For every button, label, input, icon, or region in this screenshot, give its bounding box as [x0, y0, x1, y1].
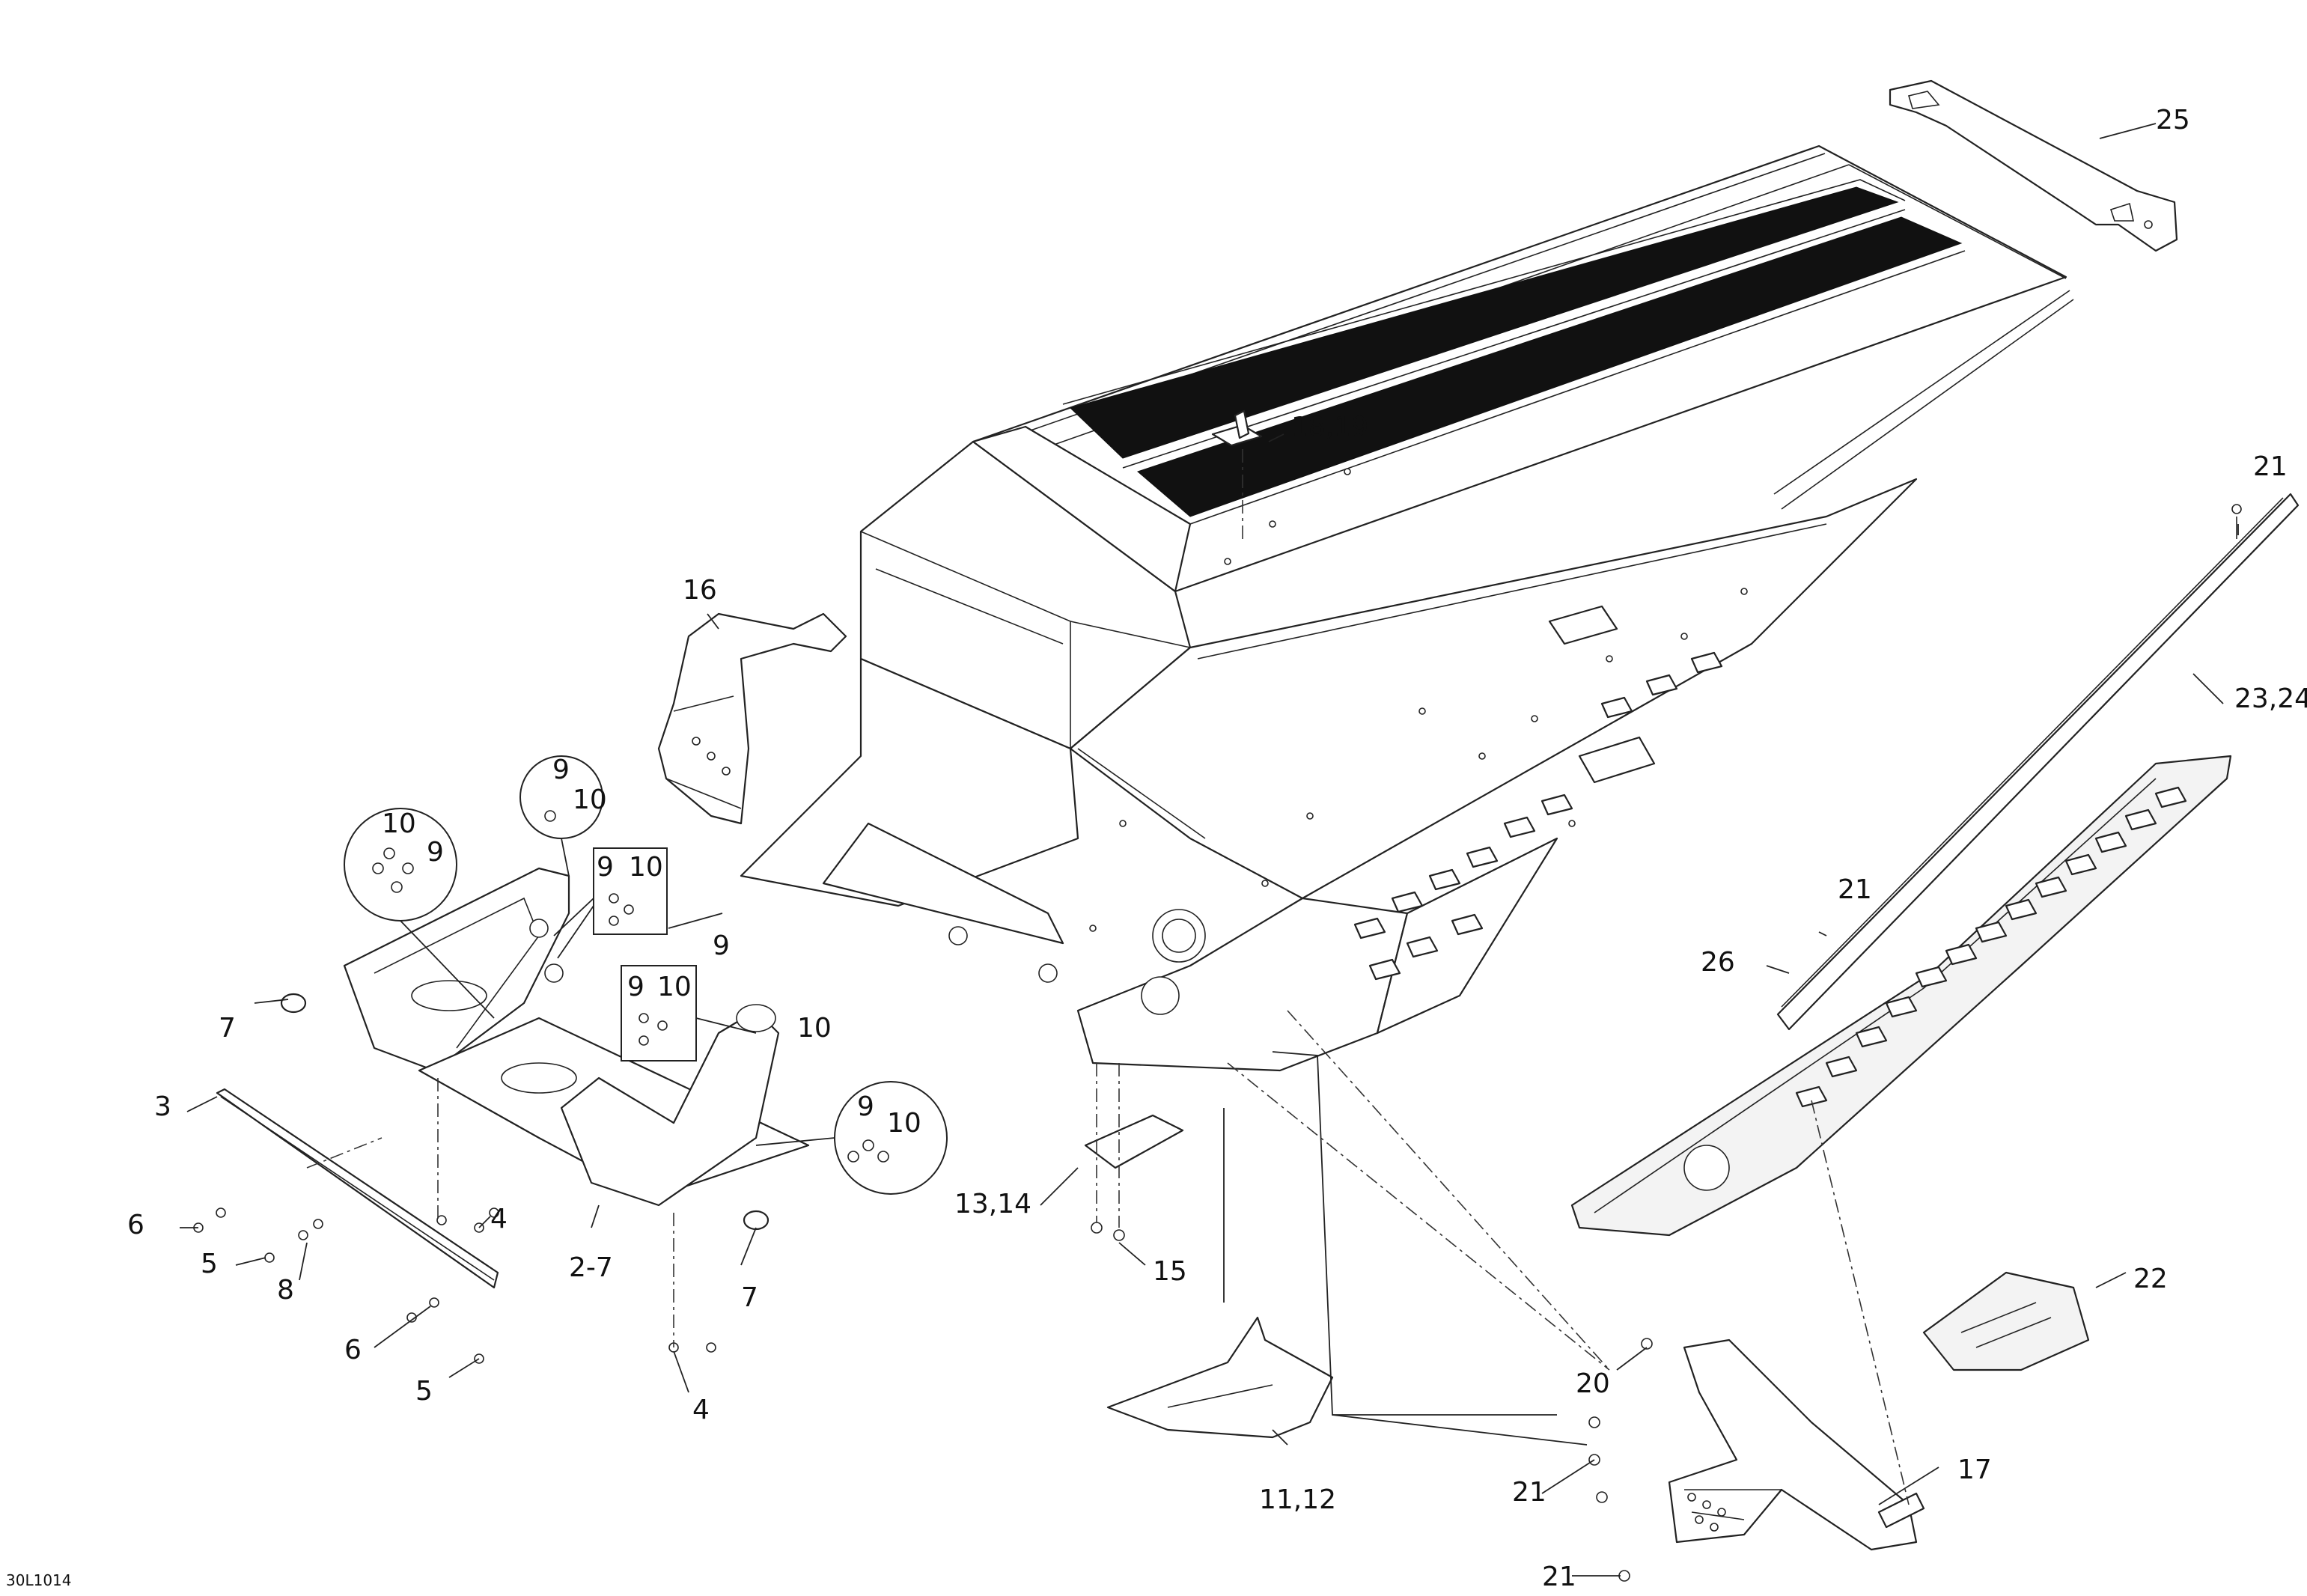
tunnel-scallops	[1353, 651, 1723, 981]
detail-circle-3: 9 10	[755, 1081, 948, 1195]
part-23-24-rail	[1776, 493, 2300, 1031]
callout-4-lower: 4	[692, 1395, 710, 1425]
callout-3: 3	[154, 1091, 171, 1122]
callout-21-top: 21	[2253, 451, 2288, 482]
callout-15: 15	[1153, 1256, 1187, 1287]
detail-3-label-9: 9	[857, 1091, 874, 1122]
callout-17: 17	[1957, 1455, 1992, 1485]
skid-fasteners	[193, 1207, 716, 1364]
detail-box-1: 9 10	[553, 847, 723, 959]
detail-2-label-10: 10	[573, 785, 607, 815]
part-17-rear-bracket	[1588, 1338, 1925, 1582]
tunnel-rivets	[1089, 468, 1748, 932]
callout-16: 16	[683, 575, 717, 606]
callout-22: 22	[2133, 1264, 2168, 1294]
callout-8: 8	[277, 1275, 294, 1306]
part-22-cover	[1922, 1271, 2090, 1371]
callout-21-lower: 21	[1512, 1477, 1546, 1508]
right-footrest-panel	[1570, 755, 2232, 1237]
detail-circle-2: 9 10	[519, 755, 607, 877]
detail-3-label-10: 10	[887, 1108, 921, 1139]
callout-5-lower: 5	[415, 1376, 433, 1407]
callout-labels: 25 18,19 21 23,24 16 21 26 7 3 6 5 8 4 2…	[127, 105, 2307, 1592]
part-18-19-bracket	[1211, 409, 1263, 539]
callout-9-right: 9	[713, 931, 730, 961]
part-25-rear-bracket	[1889, 79, 2178, 252]
tunnel-assembly	[740, 144, 2074, 1072]
callout-20: 20	[1576, 1368, 1610, 1399]
part-13-14-mount	[1084, 1063, 1184, 1241]
detail-1-label-10: 10	[382, 808, 416, 839]
front-cradle-right	[560, 1004, 780, 1207]
callout-21-bottom: 21	[1542, 1562, 1576, 1592]
part-16-bracket	[657, 612, 847, 825]
callout-6-upper: 6	[127, 1210, 144, 1240]
callout-11-12: 11,12	[1259, 1484, 1336, 1515]
bracket-holes	[1687, 1493, 1726, 1532]
part-7-plugs	[280, 993, 769, 1231]
callout-5-upper: 5	[201, 1249, 218, 1279]
assembly-leaders	[437, 1010, 1910, 1505]
callout-2-7: 2-7	[569, 1252, 613, 1283]
callout-23-24: 23,24	[2234, 683, 2307, 714]
part-11-12-bracket	[1106, 1108, 1334, 1439]
box-1-label-9: 9	[597, 852, 614, 883]
detail-2-label-9: 9	[552, 755, 570, 785]
callout-13-14: 13,14	[954, 1189, 1031, 1219]
callout-4-upper: 4	[490, 1204, 508, 1234]
callout-7-right: 7	[741, 1282, 758, 1313]
callout-21-mid: 21	[1838, 874, 1872, 905]
box-2-label-9: 9	[627, 972, 644, 1002]
callout-26: 26	[1701, 947, 1735, 978]
detail-circle-1: 10 9	[344, 808, 495, 1019]
panel-scallops	[1795, 786, 2187, 1108]
callout-18-19: 18,19	[1291, 412, 1368, 442]
callout-25: 25	[2156, 105, 2190, 135]
callout-7-left: 7	[219, 1013, 236, 1044]
box-1-label-10: 10	[629, 852, 663, 883]
callout-6-lower: 6	[344, 1335, 362, 1365]
part-3-front-skid	[193, 1088, 716, 1364]
callout-leaders	[180, 123, 2239, 1577]
callout-10-right: 10	[797, 1013, 832, 1044]
figure-code: 30L1014	[6, 1571, 72, 1589]
detail-box-2: 9 10	[621, 965, 757, 1062]
detail-1-label-9: 9	[427, 837, 444, 868]
box-2-label-10: 10	[657, 972, 692, 1002]
front-cradle-left	[343, 867, 570, 1072]
